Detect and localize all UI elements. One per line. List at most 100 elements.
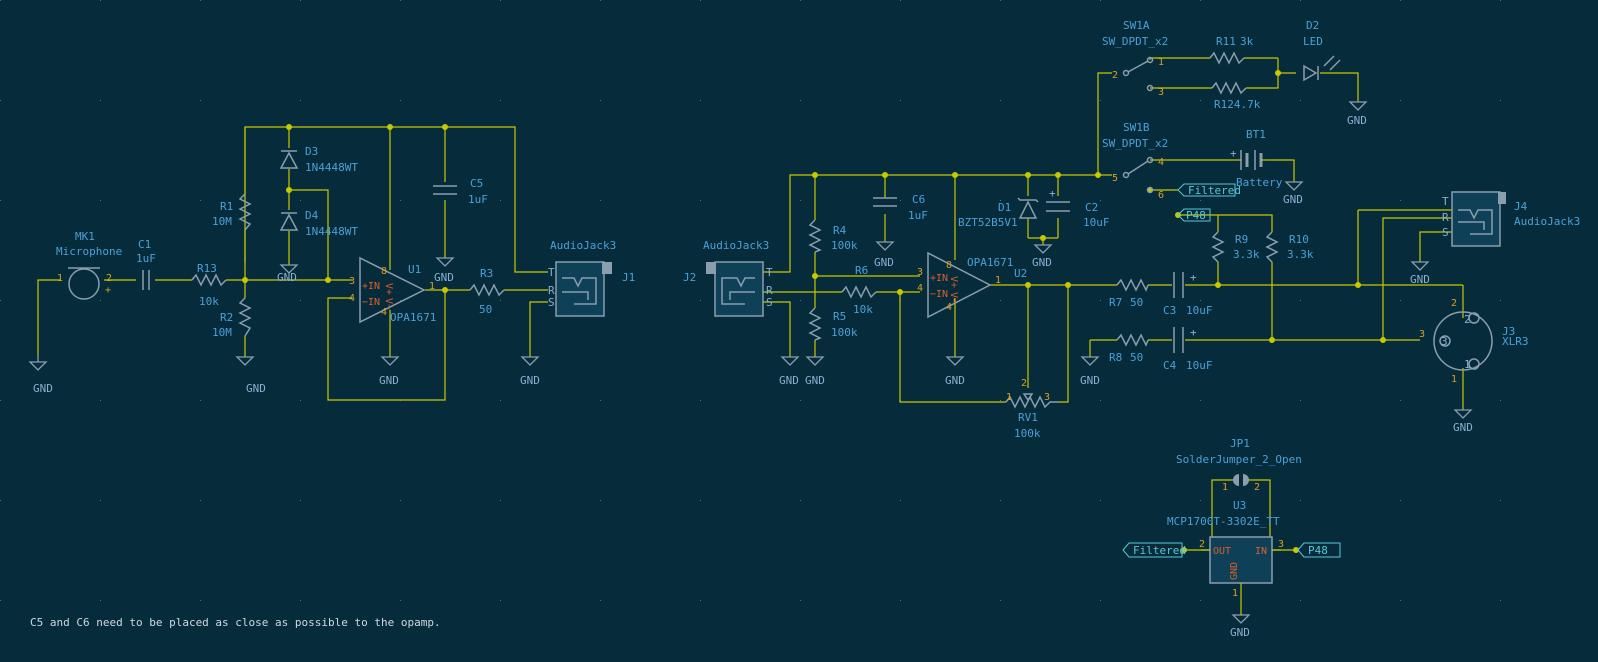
svg-text:+: + xyxy=(1190,271,1197,284)
u2-opamp[interactable]: +IN −IN V+ V− 3 4 1 8 4 U2 OPA1671 xyxy=(917,251,1027,319)
d1-zener[interactable]: D1 BZT52B5V1 xyxy=(958,197,1039,229)
svg-text:1uF: 1uF xyxy=(908,209,928,222)
svg-text:R1: R1 xyxy=(220,200,233,213)
gnd-label: GND xyxy=(805,374,825,387)
svg-text:+: + xyxy=(1230,147,1237,160)
svg-text:P48: P48 xyxy=(1186,209,1206,222)
r3-resistor[interactable]: R3 50 xyxy=(469,267,505,316)
svg-text:10k: 10k xyxy=(853,303,873,316)
bt1-battery[interactable]: + BT1 Battery xyxy=(1230,128,1283,189)
svg-text:+: + xyxy=(1049,187,1056,200)
sw1a-switch[interactable]: 2 1 3 SW1A SW_DPDT_x2 xyxy=(1102,19,1168,98)
c1-capacitor[interactable]: C1 1uF xyxy=(136,238,156,290)
j4-audio-jack[interactable]: T R S J4 AudioJack3 xyxy=(1442,191,1580,247)
r6-resistor[interactable]: R6 10k xyxy=(841,264,877,316)
svg-text:50: 50 xyxy=(1130,351,1143,364)
gnd-symbol xyxy=(945,356,965,366)
r13-resistor[interactable]: R13 10k xyxy=(191,262,227,308)
gnd-labels: GND GND GND GND GND GND GND GND GND GND … xyxy=(33,114,1473,639)
c5-capacitor[interactable]: C5 1uF xyxy=(433,177,488,206)
gnd-symbol xyxy=(1453,409,1473,419)
svg-text:R3: R3 xyxy=(480,267,493,280)
gnd-label: GND xyxy=(1347,114,1367,127)
c2-capacitor[interactable]: + C2 10uF xyxy=(1046,187,1110,229)
r1-resistor[interactable]: R1 10M xyxy=(212,127,252,280)
svg-text:P48: P48 xyxy=(1308,544,1328,557)
design-note: C5 and C6 need to be placed as close as … xyxy=(30,616,441,629)
c6-capacitor[interactable]: C6 1uF xyxy=(873,193,928,222)
label-filtered-switch: Filtered xyxy=(1177,183,1241,197)
r7-resistor[interactable]: R7 50 xyxy=(1109,278,1149,309)
d2-led[interactable]: D2 LED xyxy=(1303,19,1341,82)
svg-text:−IN: −IN xyxy=(362,297,380,308)
j1-audio-jack[interactable]: T R S AudioJack3 J1 xyxy=(548,239,635,317)
svg-text:LED: LED xyxy=(1303,35,1323,48)
mk1-microphone[interactable]: 1 2 + MK1 Microphone xyxy=(56,230,122,300)
svg-text:BT1: BT1 xyxy=(1246,128,1266,141)
svg-text:2: 2 xyxy=(106,273,112,284)
svg-text:+: + xyxy=(1190,326,1197,339)
svg-text:R124.7k: R124.7k xyxy=(1214,98,1261,111)
svg-text:S: S xyxy=(1442,226,1449,239)
svg-text:2: 2 xyxy=(1464,313,1471,326)
d3-diode[interactable]: D3 1N4448WT xyxy=(279,145,358,174)
r5-resistor[interactable]: R5 100k xyxy=(808,307,858,341)
sw1b-switch[interactable]: 5 4 6 SW1B SW_DPDT_x2 xyxy=(1102,121,1168,201)
gnd-symbol xyxy=(780,356,800,366)
svg-text:3: 3 xyxy=(1441,335,1448,348)
svg-text:IN: IN xyxy=(1255,546,1267,557)
u1-opamp[interactable]: +IN −IN V+ V− 3 4 1 8 4 U1 OPA1671 xyxy=(349,256,436,324)
r8-resistor[interactable]: R8 50 xyxy=(1109,333,1149,364)
svg-text:D1: D1 xyxy=(998,201,1011,214)
j2-audio-jack[interactable]: T R S AudioJack3 J2 xyxy=(683,239,773,317)
gnd-symbol xyxy=(1284,181,1304,191)
r4-resistor[interactable]: R4 100k xyxy=(808,219,858,253)
svg-text:100k: 100k xyxy=(1014,427,1041,440)
svg-text:10uF: 10uF xyxy=(1083,216,1110,229)
r2-resistor[interactable]: R2 10M xyxy=(212,297,252,339)
gnd-label: GND xyxy=(277,271,297,284)
svg-text:C3: C3 xyxy=(1163,304,1176,317)
svg-text:R11: R11 xyxy=(1216,35,1236,48)
svg-text:R2: R2 xyxy=(220,311,233,324)
r12-resistor[interactable]: R124.7k xyxy=(1211,81,1261,111)
u3-regulator[interactable]: OUT IN GND 2 3 1 U3 MCP1700T-3302E_TT xyxy=(1167,499,1296,615)
svg-text:1: 1 xyxy=(995,275,1001,286)
gnd-label: GND xyxy=(33,382,53,395)
svg-text:5: 5 xyxy=(1112,173,1118,184)
svg-text:V−: V− xyxy=(383,298,394,310)
svg-text:T: T xyxy=(1442,195,1449,208)
d4-diode[interactable]: D4 1N4448WT xyxy=(279,209,358,238)
wires-input-stage xyxy=(37,126,548,401)
svg-text:4: 4 xyxy=(917,283,923,294)
svg-text:D2: D2 xyxy=(1306,19,1319,32)
gnd-label: GND xyxy=(1230,626,1250,639)
svg-text:SW1B: SW1B xyxy=(1123,121,1150,134)
gnd-label: GND xyxy=(246,382,266,395)
junctions-input-stage xyxy=(242,124,448,293)
svg-text:GND: GND xyxy=(1229,562,1240,580)
svg-text:J1: J1 xyxy=(622,271,635,284)
svg-text:2: 2 xyxy=(1021,378,1027,389)
svg-text:4: 4 xyxy=(381,307,387,318)
r10-resistor[interactable]: R10 3.3k xyxy=(1265,231,1314,263)
svg-text:100k: 100k xyxy=(831,326,858,339)
svg-text:U2: U2 xyxy=(1014,267,1027,280)
gnd-symbol xyxy=(1033,244,1053,254)
rv1-potentiometer[interactable]: 1 2 3 RV1 100k xyxy=(1005,378,1058,440)
r11-resistor[interactable]: R11 3k xyxy=(1209,35,1254,65)
svg-text:+IN: +IN xyxy=(362,281,380,292)
svg-text:2: 2 xyxy=(1451,298,1457,309)
gnd-symbol xyxy=(1410,261,1430,271)
r9-resistor[interactable]: R9 3.3k xyxy=(1211,231,1260,263)
svg-text:JP1: JP1 xyxy=(1230,437,1250,450)
j3-xlr[interactable]: 2 3 1 2 3 1 J3 XLR3 xyxy=(1419,298,1529,385)
svg-text:R5: R5 xyxy=(833,310,846,323)
gnd-symbol xyxy=(875,241,895,251)
svg-text:RV1: RV1 xyxy=(1018,411,1038,424)
svg-text:AudioJack3: AudioJack3 xyxy=(1514,215,1580,228)
mk1-value: Microphone xyxy=(56,245,122,258)
gnd-label: GND xyxy=(434,271,454,284)
c4-capacitor[interactable]: + C4 10uF xyxy=(1163,326,1213,372)
c3-capacitor[interactable]: + C3 10uF xyxy=(1163,271,1213,317)
